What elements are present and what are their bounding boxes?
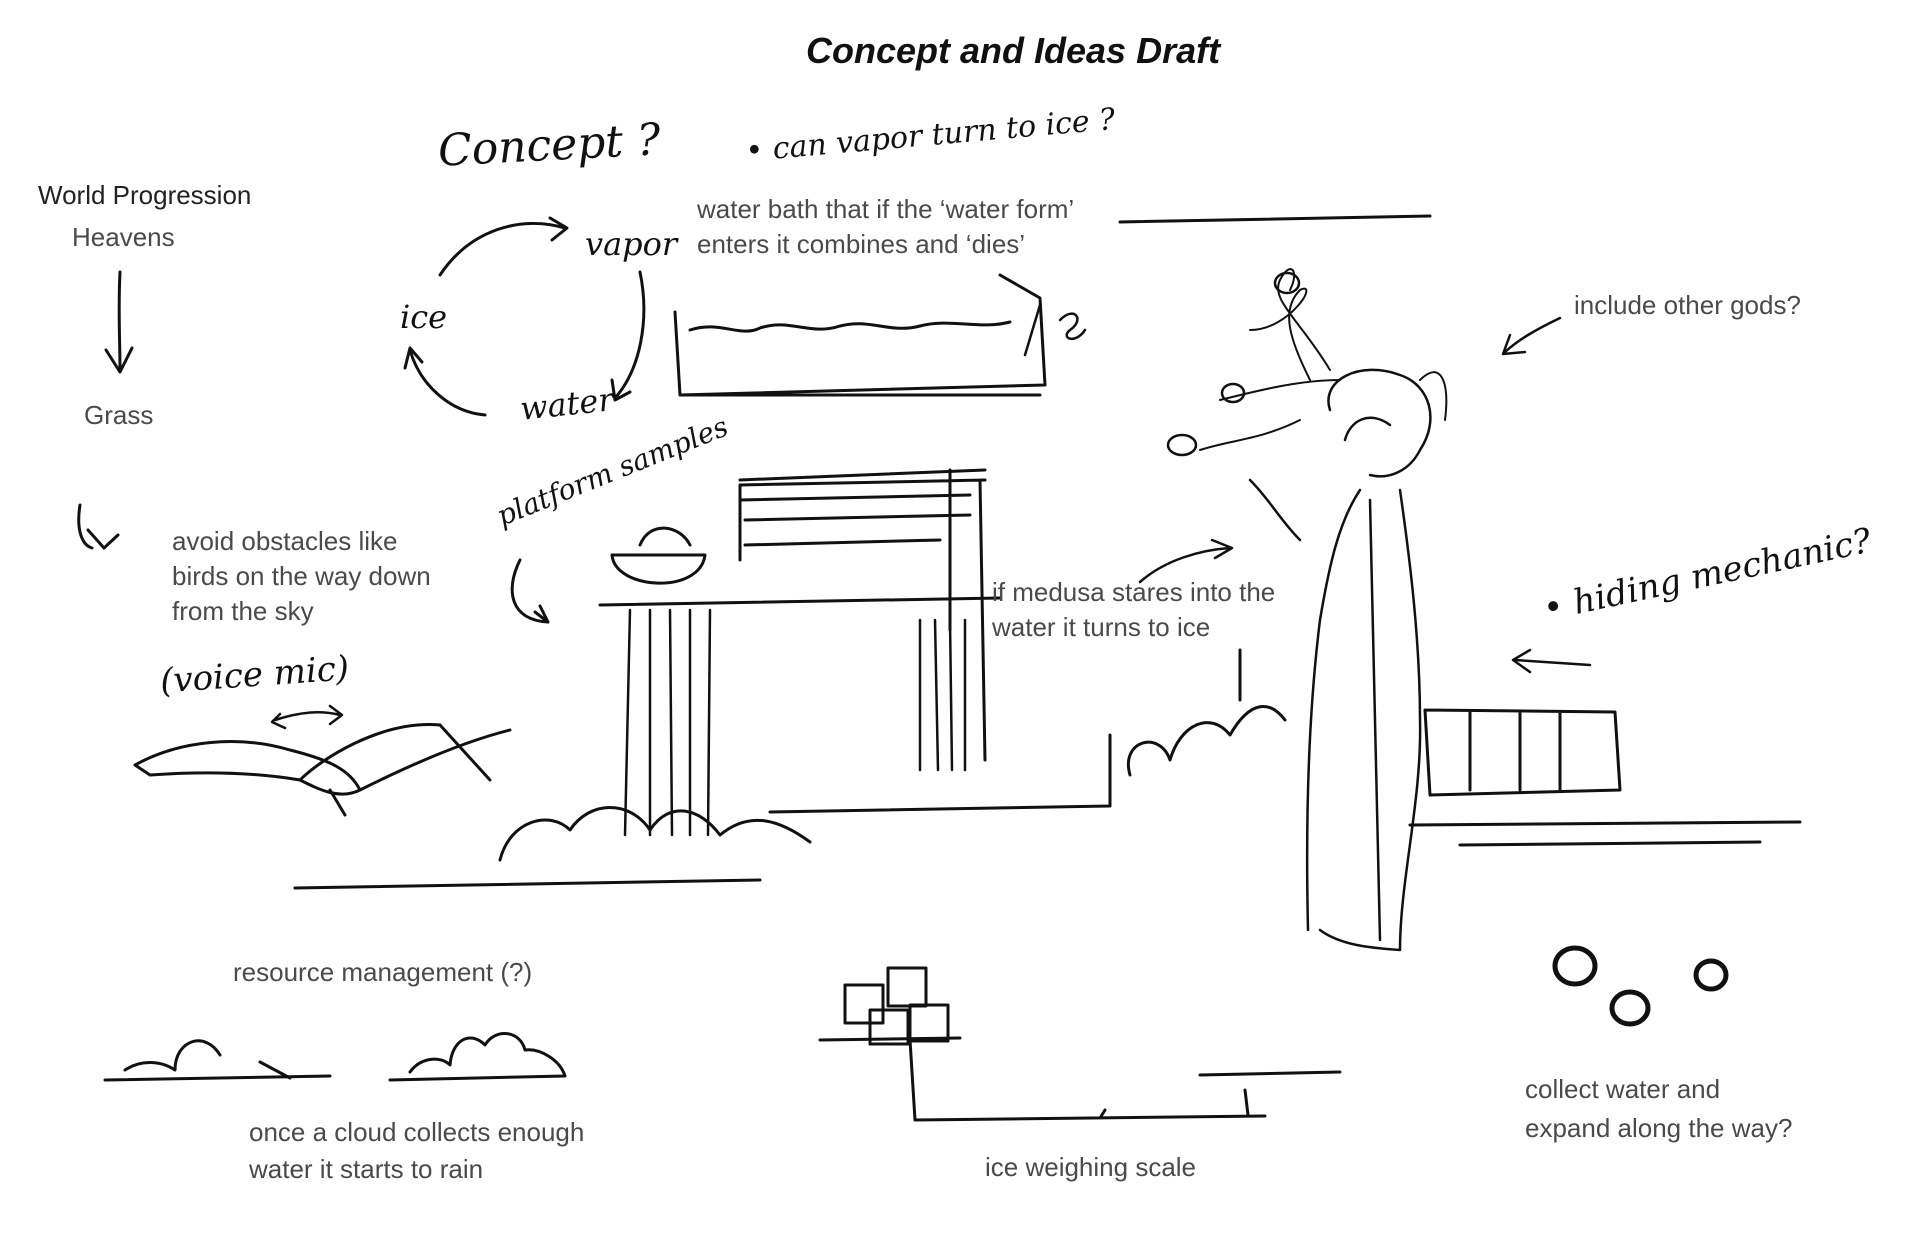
avoid-obstacles-note-line-2: birds on the way down: [172, 561, 431, 591]
cycle-arrow-ice-vapor: [438, 216, 569, 277]
resource-management-note: resource management (?): [233, 957, 533, 987]
cloud-right: [388, 1032, 567, 1082]
gods-arrow: [1501, 316, 1562, 356]
medusa-snakes: [1199, 268, 1448, 451]
medusa-note-line-2: water it turns to ice: [992, 612, 1211, 642]
ground-line: [293, 806, 812, 890]
world-stage-heavens: Heavens: [72, 222, 175, 252]
platform-frame: [598, 468, 1002, 762]
water-drop: [1609, 989, 1651, 1027]
include-gods-note: include other gods?: [1574, 290, 1801, 320]
steps: [768, 648, 1287, 814]
cloud-note-line-1: once a cloud collects enough: [249, 1117, 585, 1147]
page-title: Concept and Ideas Draft: [806, 30, 1221, 71]
avoid-obstacles-note-line-3: from the sky: [172, 596, 314, 626]
bath-divider-line: [1118, 214, 1432, 224]
medusa-figure: [1248, 368, 1432, 952]
ice-scale-note: ice weighing scale: [985, 1152, 1197, 1182]
collect-water-note-line-1: collect water and: [1525, 1074, 1721, 1104]
cloud-note-line-2: water it starts to rain: [249, 1154, 484, 1184]
ice-cube: [843, 983, 885, 1025]
pillar-right: [918, 618, 967, 772]
snake-head: [1273, 271, 1301, 295]
bath-tail: [1023, 303, 1087, 357]
ice-cube: [868, 1008, 910, 1046]
collect-water-note-line-2: expand along the way?: [1525, 1113, 1793, 1143]
stairs-right: [1408, 708, 1802, 847]
water-drop: [1693, 958, 1729, 992]
world-progression-heading: World Progression: [38, 180, 252, 210]
pillar-left: [623, 608, 712, 837]
ice-cube: [886, 966, 928, 1008]
curl-arrow: [77, 503, 120, 550]
platform-bracket: [510, 558, 550, 624]
down-arrow: [104, 270, 134, 374]
cycle-label-ice: ice: [400, 298, 448, 336]
cycle-arrow-vapor-water: [610, 270, 646, 402]
water-drop: [1552, 945, 1598, 987]
gaze-arrow: [1138, 538, 1234, 584]
bowl: [610, 526, 707, 585]
snake-head: [1166, 433, 1198, 457]
bird-sketch: [133, 723, 512, 817]
avoid-obstacles-note-line-1: avoid obstacles like: [172, 526, 398, 556]
bird-direction-arrow: [270, 704, 344, 730]
ice-scale: [818, 1036, 1342, 1122]
water-bath-note-line-1: water bath that if the ‘water form’: [697, 194, 1075, 224]
water-bath: [673, 273, 1047, 397]
snake-head: [1220, 382, 1246, 404]
medusa-note-line-1: if medusa stares into the: [992, 577, 1276, 607]
cloud-left: [103, 1039, 332, 1082]
cycle-label-vapor: vapor: [585, 225, 678, 263]
ice-cube: [908, 1003, 950, 1043]
world-stage-grass: Grass: [84, 400, 154, 430]
cycle-arrow-water-ice: [403, 346, 487, 417]
water-bath-note-line-2: enters it combines and ‘dies’: [697, 229, 1026, 259]
hiding-arrow: [1511, 648, 1592, 674]
